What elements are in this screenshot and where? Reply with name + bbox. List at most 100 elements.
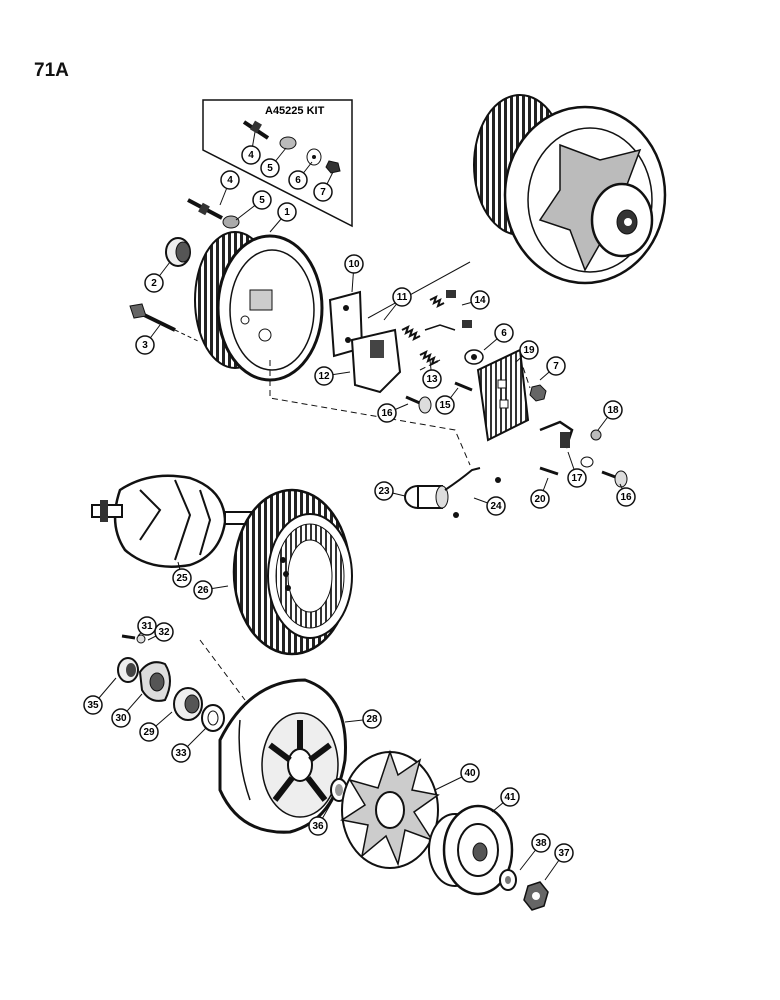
- capacitor: [404, 467, 501, 518]
- callout-circle: [616, 487, 636, 507]
- callout-number: 11: [397, 292, 408, 303]
- callout-number: 2: [151, 278, 157, 289]
- callout-number: 40: [464, 768, 476, 779]
- callout-circle: [460, 763, 480, 783]
- callout-circle: [172, 568, 192, 588]
- callout-number: 20: [534, 494, 546, 505]
- terminal-assembly: [539, 420, 602, 476]
- callout-6: 6: [483, 323, 514, 351]
- callout-circle: [137, 616, 157, 636]
- callout-37: 37: [544, 843, 574, 881]
- callout-number: 36: [312, 821, 324, 832]
- callout-circle: [519, 340, 539, 360]
- callout-13: 13: [422, 359, 442, 389]
- slip-ring-end-frame: [194, 231, 324, 382]
- callout-circle: [154, 622, 174, 642]
- callout-number: 26: [197, 585, 209, 596]
- callout-number: 35: [87, 700, 99, 711]
- callout-circle: [486, 496, 506, 516]
- callout-4: 4: [219, 170, 240, 206]
- callout-circle: [377, 403, 397, 423]
- callout-31: 31: [137, 616, 157, 637]
- callout-number: 17: [571, 473, 583, 484]
- pulley-nut-washer: [499, 869, 549, 911]
- callout-circle: [567, 468, 587, 488]
- callout-4: 4: [241, 131, 261, 165]
- callout-circle: [313, 182, 333, 202]
- callout-number: 41: [504, 792, 516, 803]
- callout-circle: [139, 722, 159, 742]
- assembled-alternator: [473, 94, 667, 285]
- callout-number: 16: [620, 492, 632, 503]
- callout-33: 33: [171, 727, 207, 763]
- screws: [405, 381, 628, 488]
- callout-6: 6: [288, 161, 313, 190]
- callout-number: 19: [523, 345, 535, 356]
- callout-circle: [603, 400, 623, 420]
- callout-circle: [344, 254, 364, 274]
- callout-7: 7: [313, 171, 334, 202]
- callout-circle: [494, 323, 514, 343]
- callout-41: 41: [491, 787, 520, 813]
- callout-number: 16: [381, 408, 393, 419]
- pulley: [428, 804, 514, 896]
- callout-circle: [171, 743, 191, 763]
- callout-11: 11: [383, 287, 412, 321]
- callout-circle: [277, 202, 297, 222]
- callout-circle: [144, 273, 164, 293]
- bearing: [165, 237, 191, 267]
- callout-1: 1: [269, 202, 297, 233]
- callout-16: 16: [616, 483, 636, 507]
- callout-15: 15: [435, 387, 459, 415]
- callout-number: 33: [175, 748, 187, 759]
- callout-circle: [83, 695, 103, 715]
- callout-circle: [554, 843, 574, 863]
- callout-number: 28: [366, 714, 378, 725]
- callout-circle: [392, 287, 412, 307]
- callout-32: 32: [147, 622, 174, 642]
- through-bolt: [129, 303, 201, 343]
- page-number: 71A: [34, 60, 69, 81]
- callout-circle: [374, 481, 394, 501]
- springs-and-brushes: [401, 290, 472, 366]
- callout-circle: [220, 170, 240, 190]
- callout-number: 6: [501, 328, 507, 339]
- callout-5: 5: [235, 190, 272, 221]
- callout-10: 10: [344, 254, 364, 293]
- callout-7: 7: [539, 356, 566, 381]
- callout-number: 5: [267, 163, 273, 174]
- callout-circle: [241, 145, 261, 165]
- drive-end-frame: [218, 678, 347, 834]
- callout-circle: [362, 709, 382, 729]
- callout-number: 3: [142, 340, 148, 351]
- fan: [340, 749, 440, 869]
- callout-number: 24: [490, 501, 502, 512]
- callout-circle: [500, 787, 520, 807]
- callout-29: 29: [139, 711, 173, 742]
- brush-holder: [350, 261, 471, 394]
- callout-30: 30: [111, 693, 143, 728]
- callout-circle: [135, 335, 155, 355]
- callout-2: 2: [144, 261, 171, 293]
- callout-36: 36: [308, 799, 334, 836]
- callout-circle: [308, 816, 328, 836]
- callout-number: 15: [439, 400, 451, 411]
- callout-number: 13: [426, 374, 438, 385]
- callout-5: 5: [260, 147, 287, 178]
- callout-circle: [252, 190, 272, 210]
- assembly-guide-lines: [199, 357, 531, 701]
- callout-16: 16: [377, 403, 409, 423]
- callout-circle: [546, 356, 566, 376]
- callout-circle: [422, 369, 442, 389]
- bearing-retainer-parts: [117, 634, 225, 732]
- callout-circle: [193, 580, 213, 600]
- callout-number: 12: [318, 371, 330, 382]
- callout-circle: [314, 366, 334, 386]
- washer-and-nut: [464, 349, 547, 402]
- callout-circle: [288, 170, 308, 190]
- kit-parts: [242, 120, 341, 174]
- callout-circle: [531, 833, 551, 853]
- callout-circle: [111, 708, 131, 728]
- callout-18: 18: [597, 400, 623, 431]
